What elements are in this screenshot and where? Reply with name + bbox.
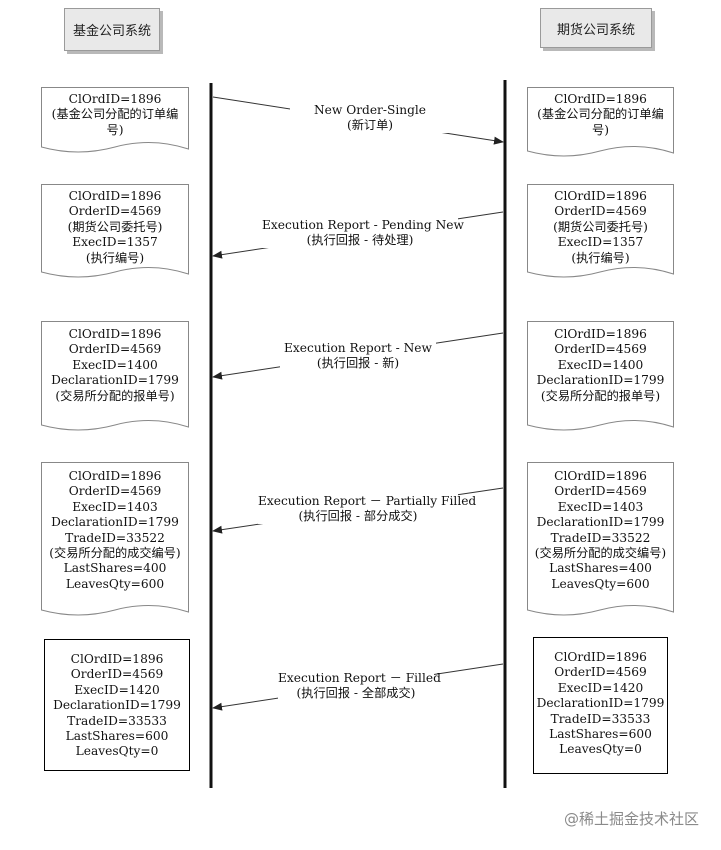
- message-label-new-order: New Order-Single (新订单): [290, 103, 450, 133]
- left-record-pending-new: ClOrdID=1896 OrderID=4569 (期货公司委托号) Exec…: [41, 184, 189, 284]
- left-record-partially-filled: ClOrdID=1896 OrderID=4569 ExecID=1403 De…: [41, 462, 189, 624]
- right-record-filled: ClOrdID=1896 OrderID=4569 ExecID=1420 De…: [533, 637, 668, 774]
- watermark: @稀土掘金技术社区: [563, 810, 699, 828]
- header-futures-system: 期货公司系统: [540, 8, 652, 48]
- right-record-new: ClOrdID=1896 OrderID=4569 ExecID=1400 De…: [527, 321, 674, 439]
- message-label-filled: Execution Report － Filled (执行回报 - 全部成交): [278, 671, 441, 701]
- message-label-partially-filled: Execution Report － Partially Filled (执行回…: [258, 494, 477, 524]
- header-futures-system-label: 期货公司系统: [556, 22, 635, 38]
- left-record-new-order: ClOrdID=1896 (基金公司分配的订单编 号): [41, 87, 189, 157]
- message-label-new: Execution Report - New (执行回报 - 新): [280, 341, 436, 371]
- header-fund-system: 基金公司系统: [64, 8, 160, 51]
- message-label-pending-new: Execution Report - Pending New (执行回报 - 待…: [262, 218, 464, 248]
- right-record-pending-new: ClOrdID=1896 OrderID=4569 (期货公司委托号) Exec…: [527, 184, 674, 284]
- header-fund-system-label: 基金公司系统: [72, 24, 151, 39]
- left-record-new: ClOrdID=1896 OrderID=4569 ExecID=1400 De…: [41, 321, 189, 439]
- right-record-partially-filled: ClOrdID=1896 OrderID=4569 ExecID=1403 De…: [527, 462, 674, 624]
- left-record-filled: ClOrdID=1896 OrderID=4569 ExecID=1420 De…: [44, 639, 190, 771]
- right-record-new-order: ClOrdID=1896 (基金公司分配的订单编 号): [527, 87, 674, 161]
